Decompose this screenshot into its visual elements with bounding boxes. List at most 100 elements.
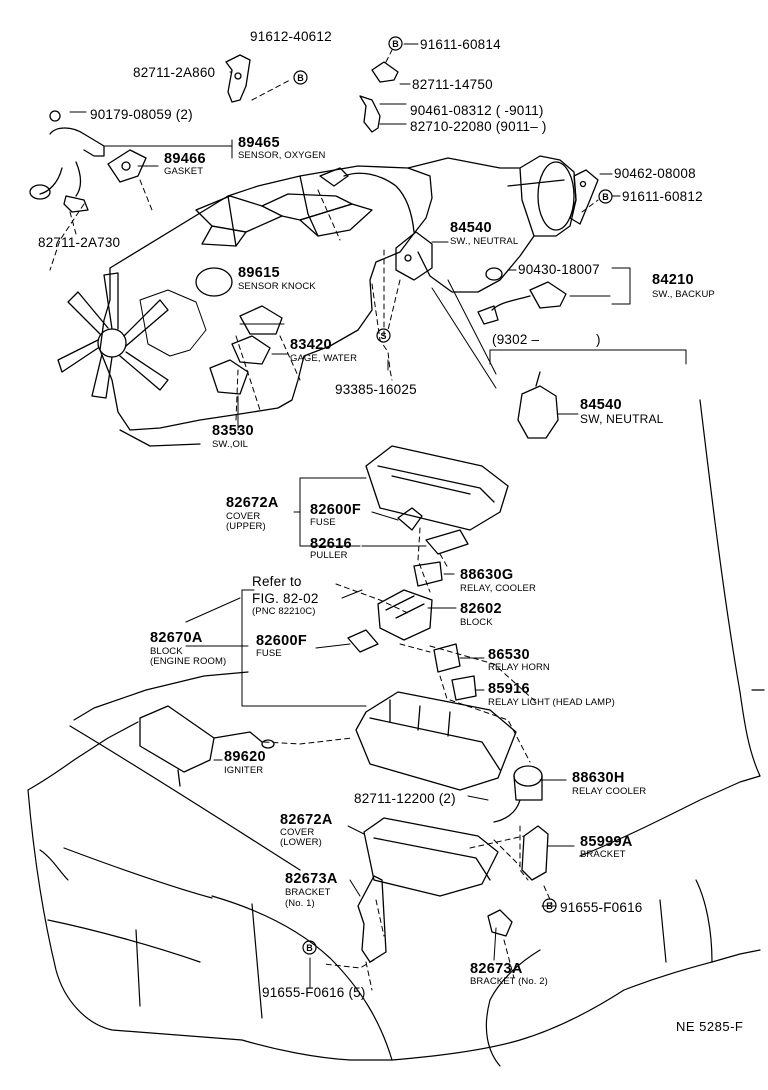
leader-lines — [69, 43, 687, 989]
part-82600f-a-name: FUSE — [310, 517, 336, 528]
part-90430-18007: 90430-18007 — [518, 262, 600, 277]
part-89620-name: IGNITER — [224, 765, 264, 776]
relay-86530-art — [433, 643, 461, 673]
part-84540-b-name: SW, NEUTRAL — [580, 412, 664, 426]
part-86530: 86530 — [488, 647, 530, 663]
part-90179-08059: 90179-08059 (2) — [90, 107, 193, 122]
part-89466: 89466 — [164, 151, 206, 167]
part-82672a-lower-name1: COVER — [280, 827, 315, 838]
part-82602-name: BLOCK — [460, 617, 493, 628]
part-82673a-no2: 82673A — [470, 961, 523, 977]
part-91655-f0616-5: 91655-F0616 (5) — [262, 985, 366, 1000]
part-84540-b: 84540 — [580, 397, 622, 413]
part-89465: 89465 — [238, 135, 280, 151]
bracket-no2-art — [487, 909, 513, 937]
car-body-outline — [27, 399, 765, 1067]
backup-switch-art — [477, 267, 567, 325]
part-91612-40612: 91612-40612 — [250, 29, 332, 44]
reference-line1: Refer to — [252, 574, 302, 589]
inset-header-open: (9302 – — [492, 332, 540, 347]
neutral-switch-art — [319, 167, 433, 281]
part-82672a-upper: 82672A — [226, 495, 279, 511]
part-82672a-lower: 82672A — [280, 812, 333, 828]
part-83420-name: GAGE, WATER — [290, 353, 358, 364]
svg-text:B: B — [602, 192, 609, 202]
part-85916-name: RELAY LIGHT (HEAD LAMP) — [488, 697, 615, 708]
inset-header-close: ) — [596, 332, 601, 347]
part-82710-22080: 82710-22080 (9011– ) — [410, 119, 547, 134]
part-85999a-name: BRACKET — [580, 849, 626, 860]
bracket-no1-art — [357, 875, 387, 963]
transmission-illustration — [407, 155, 577, 293]
svg-text:B: B — [297, 73, 304, 83]
part-82672a-upper-name1: COVER — [226, 511, 261, 522]
gasket-art — [107, 149, 147, 183]
part-84540-a: 84540 — [450, 220, 492, 236]
svg-text:S: S — [380, 331, 386, 341]
part-88630g: 88630G — [460, 567, 514, 583]
engine-illustration — [57, 165, 433, 447]
block-82670a-art — [355, 691, 517, 791]
part-82672a-lower-name2: (LOWER) — [280, 837, 322, 848]
reference-line3: (PNC 82210C) — [252, 606, 316, 617]
fuse-82600f-b-art — [347, 629, 379, 653]
fan-illustration — [57, 272, 169, 399]
dashed-leaders — [49, 49, 599, 991]
part-91655-f0616: 91655-F0616 — [560, 900, 643, 915]
bracket-85999a-art — [521, 825, 549, 881]
stud-marker-icon: S — [376, 328, 391, 343]
part-86530-name: RELAY HORN — [488, 662, 550, 673]
part-89466-name: GASKET — [164, 166, 204, 177]
part-89620: 89620 — [224, 749, 266, 765]
part-82616: 82616 — [310, 536, 352, 552]
part-93385-16025: 93385-16025 — [335, 382, 417, 397]
oxygen-sensor-art — [29, 110, 105, 213]
part-82600f-a: 82600F — [310, 502, 361, 518]
relay-85916-art — [451, 675, 477, 701]
igniter-art — [139, 705, 275, 787]
reference-line2: FIG. 82-02 — [252, 591, 319, 606]
part-82673a-no1-name1: BRACKET — [285, 887, 331, 898]
svg-text:B: B — [546, 901, 553, 911]
part-85999a: 85999A — [580, 834, 633, 850]
part-82602: 82602 — [460, 601, 502, 617]
bolt-marker-icon: B — [542, 898, 557, 913]
part-82670a-name1: BLOCK — [150, 646, 183, 657]
part-82673a-no2-name: BRACKET (No. 2) — [470, 976, 548, 987]
svg-text:B: B — [306, 943, 313, 953]
bolt-marker-icon: B — [302, 940, 317, 955]
part-88630g-name: RELAY, COOLER — [460, 583, 536, 594]
neutral-switch-inset-art — [517, 371, 559, 439]
part-91611-60812: 91611-60812 — [622, 189, 703, 204]
part-82673a-no1-name2: (No. 1) — [285, 898, 315, 909]
puller-art — [425, 529, 469, 555]
bolt-marker-icon: B — [388, 36, 403, 51]
part-91611-60814: 91611-60814 — [420, 37, 501, 52]
bracket-90462-art — [569, 169, 599, 225]
part-82711-14750: 82711-14750 — [412, 77, 493, 92]
clamp-82711-14750-art — [371, 61, 399, 83]
part-82600f-b-name: FUSE — [256, 648, 282, 659]
part-83530-name: SW.,OIL — [212, 439, 249, 450]
part-85916: 85916 — [488, 681, 530, 697]
bolt-marker-icon: B — [598, 189, 613, 204]
part-84540-a-name: SW., NEUTRAL — [450, 236, 519, 247]
part-84210: 84210 — [652, 272, 694, 288]
svg-text:B: B — [392, 39, 399, 49]
upper-cover-art — [365, 445, 509, 531]
water-gage-art — [231, 335, 271, 365]
part-82672a-upper-name2: (UPPER) — [226, 521, 266, 532]
part-89465-name: SENSOR, OXYGEN — [238, 150, 326, 161]
block-82602-art — [377, 589, 433, 641]
part-82673a-no1: 82673A — [285, 871, 338, 887]
relay-88630h-art — [493, 765, 543, 823]
part-83420: 83420 — [290, 337, 332, 353]
part-82670a: 82670A — [150, 630, 203, 646]
part-89615-name: SENSOR KNOCK — [238, 281, 316, 292]
part-82600f-b: 82600F — [256, 633, 307, 649]
part-82616-name: PULLER — [310, 550, 348, 561]
part-82711-2a860: 82711-2A860 — [133, 65, 216, 80]
part-84210-name: SW., BACKUP — [652, 289, 715, 300]
